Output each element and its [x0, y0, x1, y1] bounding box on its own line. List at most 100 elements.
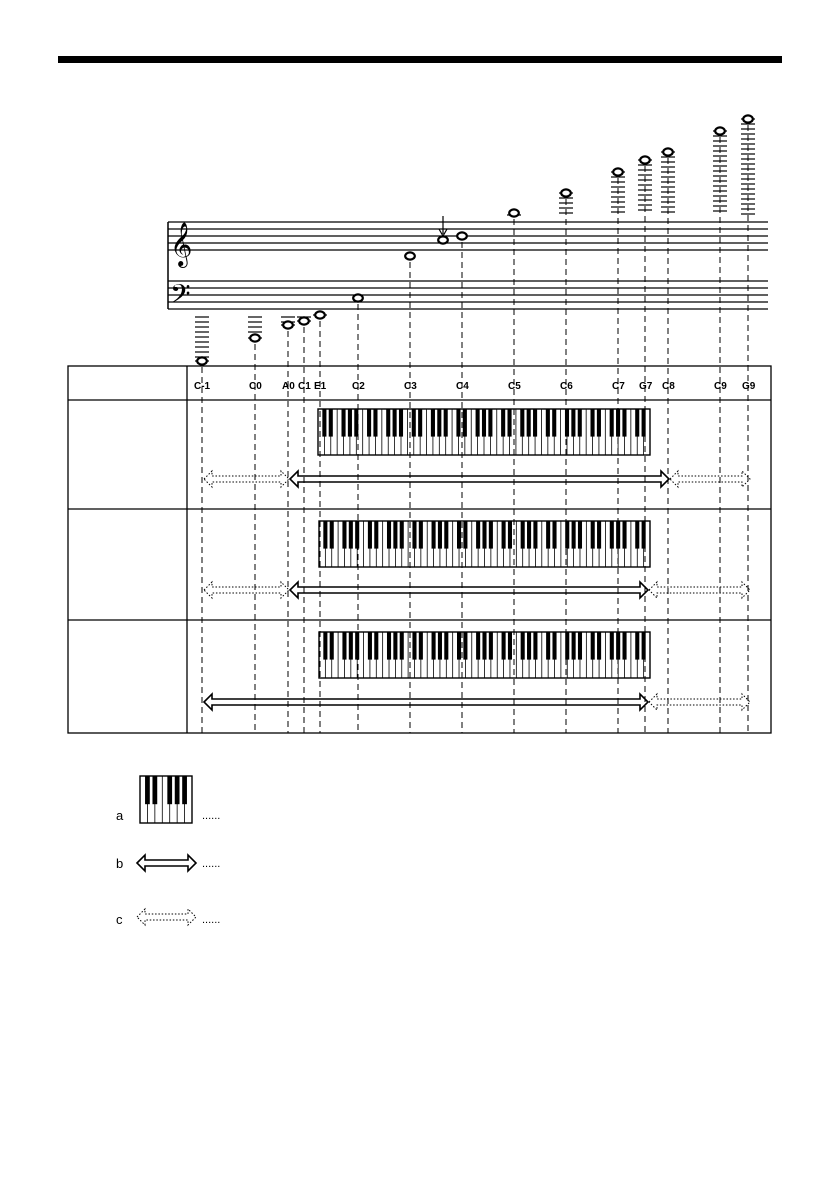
black-key	[431, 521, 436, 549]
row3-main-range-arrow-icon	[202, 692, 650, 712]
black-key	[520, 409, 525, 437]
black-key	[329, 632, 334, 660]
black-key	[457, 632, 462, 660]
note-label: C5	[508, 381, 521, 392]
note-label: C6	[560, 381, 573, 392]
black-key	[418, 409, 423, 437]
black-key	[641, 409, 646, 437]
black-key	[347, 409, 352, 437]
note-head	[404, 251, 416, 261]
black-key	[596, 409, 601, 437]
black-key	[463, 521, 468, 549]
black-key	[488, 632, 493, 660]
row3-keyboard-icon	[318, 631, 651, 679]
black-key	[386, 521, 392, 549]
note-label: C8	[662, 381, 675, 392]
black-key	[571, 521, 576, 549]
range-table	[67, 365, 772, 734]
note-head	[508, 208, 520, 218]
note-label: C7	[612, 381, 625, 392]
black-key	[329, 521, 334, 549]
black-key	[597, 632, 602, 660]
black-key	[444, 521, 449, 549]
black-key	[488, 521, 493, 549]
black-key	[431, 632, 436, 660]
black-key	[565, 521, 570, 549]
note-label: C-1	[194, 381, 211, 392]
row1-keyboard-icon	[317, 408, 651, 456]
legend-letter: b	[116, 856, 123, 871]
black-key	[520, 521, 525, 549]
legend-letter: c	[116, 912, 123, 927]
note-label: C3	[404, 381, 417, 392]
note-head	[742, 114, 754, 124]
note-head	[612, 167, 624, 177]
black-key	[622, 632, 627, 660]
black-key	[456, 409, 461, 437]
black-key	[501, 409, 506, 437]
black-key	[322, 409, 327, 437]
black-key	[374, 521, 379, 549]
black-key	[399, 632, 404, 660]
black-key	[476, 521, 481, 549]
black-key	[546, 632, 551, 660]
middle-c-arrowhead-icon	[438, 228, 448, 238]
note-label: A0	[282, 381, 295, 392]
black-key	[412, 632, 417, 660]
black-key	[323, 521, 328, 549]
black-key	[418, 632, 423, 660]
row3-high-extension-arrow-icon	[648, 692, 751, 712]
note-head	[560, 188, 572, 198]
black-key	[463, 632, 468, 660]
black-key	[590, 521, 595, 549]
black-key	[457, 521, 462, 549]
black-key	[616, 632, 621, 660]
row1-high-extension-arrow-icon	[669, 469, 751, 489]
black-key	[609, 632, 614, 660]
black-key	[564, 409, 570, 437]
black-key	[412, 521, 417, 549]
black-key	[386, 409, 391, 437]
black-key	[182, 776, 187, 805]
note-head	[282, 320, 294, 330]
black-key	[622, 521, 627, 549]
black-key	[354, 409, 359, 437]
bass-clef-icon: 𝄢	[170, 279, 191, 315]
guide-lines	[201, 125, 749, 733]
black-key	[501, 521, 506, 549]
black-key	[501, 632, 506, 660]
note-head	[196, 356, 208, 366]
black-key	[399, 521, 404, 549]
black-key	[398, 409, 404, 437]
black-key	[597, 521, 602, 549]
black-key	[533, 632, 538, 660]
black-key	[507, 409, 512, 437]
black-key	[367, 409, 372, 437]
black-key	[482, 632, 487, 660]
middle-c-note-head	[437, 235, 449, 245]
legend: a......b......c......	[116, 775, 220, 927]
note-label: G9	[742, 381, 756, 392]
black-key	[341, 409, 346, 437]
black-key	[476, 632, 481, 660]
legend-dotted-double-arrow-icon	[136, 907, 197, 927]
legend-leader-dots: ......	[202, 810, 220, 822]
table-frame	[67, 365, 772, 734]
black-key	[174, 776, 180, 805]
black-key	[641, 632, 646, 660]
black-key	[367, 521, 372, 549]
black-key	[355, 632, 360, 660]
note-label: G7	[639, 381, 653, 392]
black-key	[552, 521, 557, 549]
black-key	[374, 632, 379, 660]
black-key	[590, 409, 595, 437]
black-key	[328, 409, 333, 437]
note-head	[352, 293, 364, 303]
row2-low-extension-arrow-icon	[203, 580, 290, 600]
black-key	[386, 632, 392, 660]
black-key	[323, 632, 328, 660]
note-head	[639, 155, 651, 165]
black-key	[444, 632, 449, 660]
